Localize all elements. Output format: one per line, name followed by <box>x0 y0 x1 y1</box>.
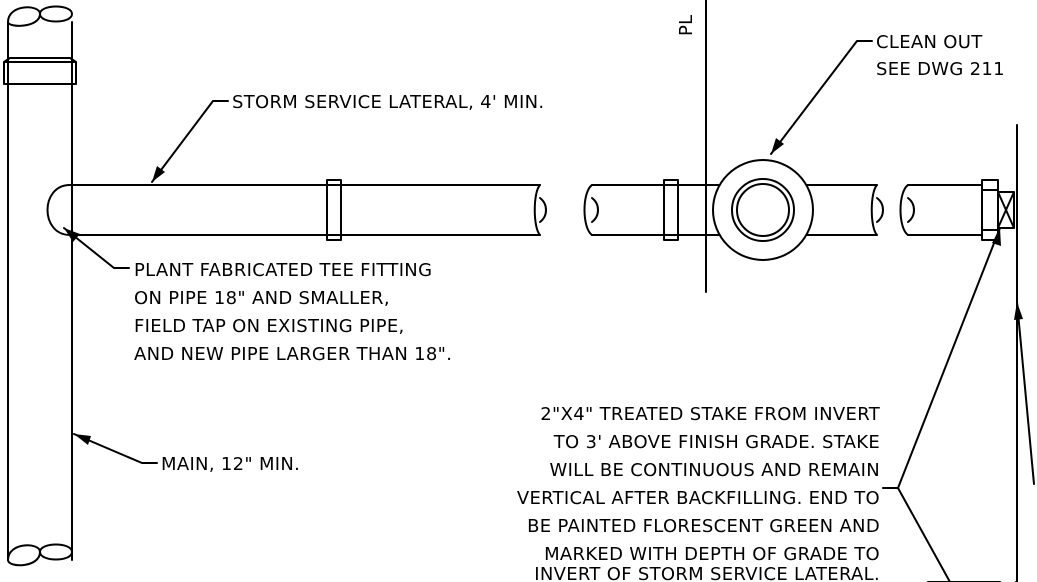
stake-note-line-6: MARKED WITH DEPTH OF GRADE TO <box>544 544 880 565</box>
stake-note-line-1: 2"X4" TREATED STAKE FROM INVERT <box>540 404 880 425</box>
lateral-label: STORM SERVICE LATERAL, 4' MIN. <box>232 92 544 113</box>
stake-note-line-7: INVERT OF STORM SERVICE LATERAL. <box>534 564 880 582</box>
main-label: MAIN, 12" MIN. <box>161 454 300 475</box>
tee-label-1: PLANT FABRICATED TEE FITTING <box>134 260 432 281</box>
main-pipe <box>3 5 77 567</box>
stake-note-line-3: WILL BE CONTINUOUS AND REMAIN <box>549 460 880 481</box>
clean-out-label-1: CLEAN OUT <box>876 32 983 53</box>
stake-note-line-2: TO 3' ABOVE FINISH GRADE. STAKE <box>553 432 880 453</box>
lateral-pipe-end <box>899 179 1015 241</box>
main-leader <box>73 433 158 464</box>
tee-leader <box>63 227 130 269</box>
clean-out-fitting <box>712 159 814 261</box>
stake-note-line-4: VERTICAL AFTER BACKFILLING. END TO <box>517 488 880 509</box>
tee-label-4: AND NEW PIPE LARGER THAN 18". <box>134 344 452 365</box>
lateral-leader <box>151 100 229 183</box>
stake-note-line-5: BE PAINTED FLORESCENT GREEN AND <box>527 516 880 537</box>
tee-label-2: ON PIPE 18" AND SMALLER, <box>134 288 390 309</box>
property-line-label: PL <box>676 15 697 36</box>
clean-out-label-2: SEE DWG 211 <box>876 59 1005 80</box>
lateral-pipe-left <box>46 179 547 241</box>
tee-label-3: FIELD TAP ON EXISTING PIPE, <box>134 316 405 337</box>
stake-note-leader <box>882 227 1035 582</box>
clean-out-leader <box>770 40 873 155</box>
stake-note: 2"X4" TREATED STAKE FROM INVERT TO 3' AB… <box>517 404 881 582</box>
